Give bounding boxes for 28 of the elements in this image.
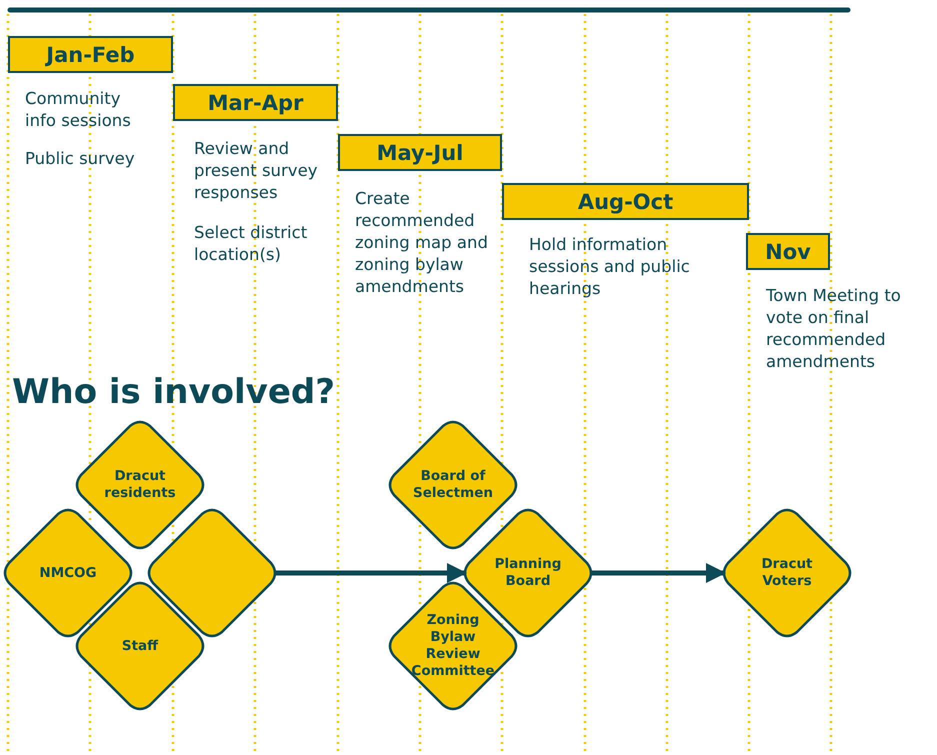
role-diamond bbox=[3, 508, 133, 638]
month-box: Jan-Feb bbox=[8, 36, 173, 73]
role-label: Board of Selectmen bbox=[412, 467, 494, 503]
task-text: Public survey bbox=[25, 148, 136, 170]
task-text: Create recommended zoning map and zoning bylaw amendments bbox=[355, 188, 489, 298]
month-box: May-Jul bbox=[338, 134, 502, 171]
month-box: Mar-Apr bbox=[173, 84, 338, 121]
section-heading: Who is involved? bbox=[12, 372, 335, 412]
task-text: Review and present survey responses bbox=[194, 138, 318, 204]
arrow bbox=[591, 563, 726, 583]
month-box: Aug-Oct bbox=[502, 183, 749, 220]
role-diamond bbox=[388, 420, 518, 550]
month-box: Nov bbox=[746, 233, 830, 270]
role-diamond bbox=[75, 420, 205, 550]
task-text: Town Meeting to vote on final recommended amendments bbox=[766, 285, 902, 373]
role-diamond bbox=[147, 508, 277, 638]
task-text: Select district location(s) bbox=[194, 222, 308, 266]
role-label: Zoning Bylaw Review Committee bbox=[410, 611, 496, 681]
role-diamond bbox=[722, 508, 852, 638]
role-diamond bbox=[75, 581, 205, 711]
role-label: Dracut Voters bbox=[760, 555, 814, 591]
role-label: Dracut residents bbox=[103, 467, 177, 503]
task-text: Hold information sessions and public hearings bbox=[529, 234, 691, 300]
role-label: NMCOG bbox=[38, 564, 98, 582]
role-label: Planning Board bbox=[494, 555, 562, 591]
role-label: Staff bbox=[120, 636, 160, 656]
arrow bbox=[275, 563, 467, 583]
task-text: Community info sessions bbox=[25, 88, 132, 132]
